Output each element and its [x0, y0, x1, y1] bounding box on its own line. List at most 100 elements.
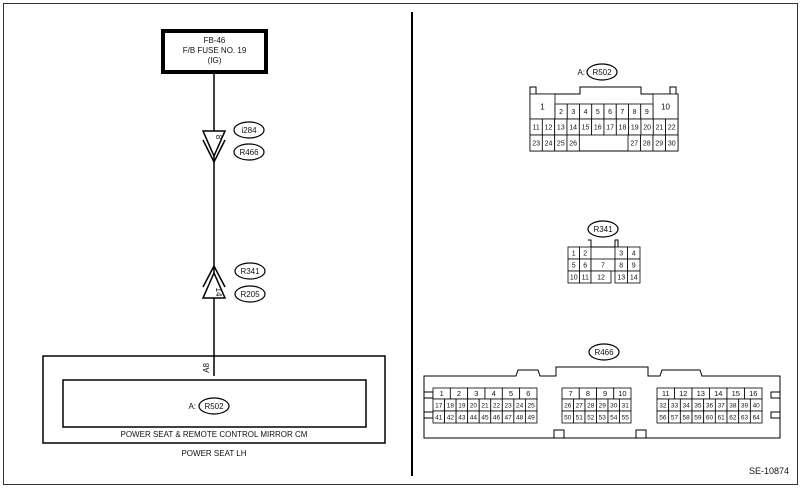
pin-28-label: 28	[643, 141, 651, 148]
pin-8-label: 8	[619, 263, 623, 270]
pin-2-label: 2	[457, 389, 461, 398]
fuse-label-2: F/B FUSE NO. 19	[183, 46, 247, 55]
module-connector-oval	[198, 397, 230, 415]
pin-4-label: 4	[584, 109, 588, 116]
pin-5-label: 5	[572, 263, 576, 270]
fuse-label-3: (IG)	[208, 56, 222, 65]
power-seat-lh-label: POWER SEAT LH	[181, 449, 246, 458]
module-connector-prefix: A:	[188, 402, 196, 411]
pin-14-label: 14	[569, 125, 577, 132]
pin-11-label: 11	[662, 389, 670, 398]
pin-8-label: 8	[586, 389, 590, 398]
pin-34-label: 34	[683, 402, 691, 409]
r502-id: R502	[592, 68, 612, 77]
r341-id-oval	[587, 220, 619, 238]
upper-connector-oval-2	[233, 143, 265, 161]
r466-id-oval	[588, 343, 620, 361]
pin-16-label: 16	[594, 125, 602, 132]
pin-40-label: 40	[753, 402, 761, 409]
pin-1-label: 1	[440, 389, 444, 398]
pin-38-label: 38	[729, 402, 737, 409]
pin-47-label: 47	[504, 414, 512, 421]
lower-connector-id-2: R205	[240, 290, 260, 299]
pin-36-label: 36	[706, 402, 714, 409]
r341-id: R341	[593, 225, 613, 234]
pin-61-label: 61	[718, 414, 726, 421]
pin-25-label: 25	[557, 141, 565, 148]
module-pin-label: A8	[202, 363, 211, 373]
pin-12-cell	[590, 270, 612, 284]
pin-19-label: 19	[631, 125, 639, 132]
pin-10-label: 10	[618, 389, 626, 398]
pin-48-label: 48	[516, 414, 524, 421]
r502-prefix: A:	[577, 68, 585, 77]
pin-3-label: 3	[474, 389, 478, 398]
r466-id: R466	[594, 348, 614, 357]
pin-10-cell	[652, 93, 679, 120]
pin-15-label: 15	[582, 125, 590, 132]
pin-63-label: 63	[741, 414, 749, 421]
pin-30-label: 30	[610, 402, 618, 409]
pin-17-label: 17	[606, 125, 614, 132]
pin-4-label: 4	[492, 389, 496, 398]
pin-25-label: 25	[528, 402, 536, 409]
wiring-schematic: FB-46 F/B FUSE NO. 19 (IG) 8 i284 R466 1…	[42, 29, 386, 458]
pin-17-label: 17	[435, 402, 443, 409]
pin-7-label: 7	[569, 389, 573, 398]
pin-6-label: 6	[608, 109, 612, 116]
r502-id-oval	[586, 63, 618, 81]
upper-connector-oval-1	[233, 121, 265, 139]
pin-31-label: 31	[622, 402, 630, 409]
pin-57-label: 57	[671, 414, 679, 421]
pin-32-label: 32	[659, 402, 667, 409]
lower-connector-symbol: 14	[201, 264, 227, 299]
pin-58-label: 58	[683, 414, 691, 421]
pin-27-label: 27	[576, 402, 584, 409]
pin-55-label: 55	[622, 414, 630, 421]
upper-connector-symbol: 8	[201, 130, 227, 164]
pin-41-label: 41	[435, 414, 443, 421]
pin-62-label: 62	[729, 414, 737, 421]
pin-20-label: 20	[643, 125, 651, 132]
pin-27-label: 27	[630, 141, 638, 148]
pin-21-label: 21	[481, 402, 489, 409]
pin-16-label: 16	[749, 389, 757, 398]
pin-53-label: 53	[599, 414, 607, 421]
pin-56-label: 56	[659, 414, 667, 421]
pin-37-label: 37	[718, 402, 726, 409]
pin-39-label: 39	[741, 402, 749, 409]
pin-18-label: 18	[447, 402, 455, 409]
pin-60-label: 60	[706, 414, 714, 421]
pin-6-label: 6	[526, 389, 530, 398]
pin-6-label: 6	[583, 263, 587, 270]
pin-42-label: 42	[447, 414, 455, 421]
pin-3-label: 3	[619, 251, 623, 258]
upper-pin-number: 8	[214, 135, 223, 140]
pin-13-label: 13	[697, 389, 705, 398]
pin-44-label: 44	[470, 414, 478, 421]
pin-24-label: 24	[545, 141, 553, 148]
lower-pin-number: 14	[214, 288, 223, 297]
pin-30-cell	[665, 134, 679, 152]
module-name: POWER SEAT & REMOTE CONTROL MIRROR CM	[121, 430, 308, 439]
pin-43-label: 43	[458, 414, 466, 421]
pin-20-label: 20	[470, 402, 478, 409]
pin-23-label: 23	[532, 141, 540, 148]
pin-14-cell	[627, 270, 641, 284]
pin-26-cell	[566, 134, 580, 152]
pin-64-label: 64	[753, 414, 761, 421]
pin-12-label: 12	[545, 125, 553, 132]
pin-5-label: 5	[509, 389, 513, 398]
pin-13-label: 13	[617, 275, 625, 282]
pin-22-label: 22	[493, 402, 501, 409]
control-module-box	[62, 379, 367, 428]
pin-28-label: 28	[587, 402, 595, 409]
pin-30-label: 30	[668, 141, 676, 148]
pin-1-label: 1	[540, 102, 545, 111]
pin-9-label: 9	[603, 389, 607, 398]
